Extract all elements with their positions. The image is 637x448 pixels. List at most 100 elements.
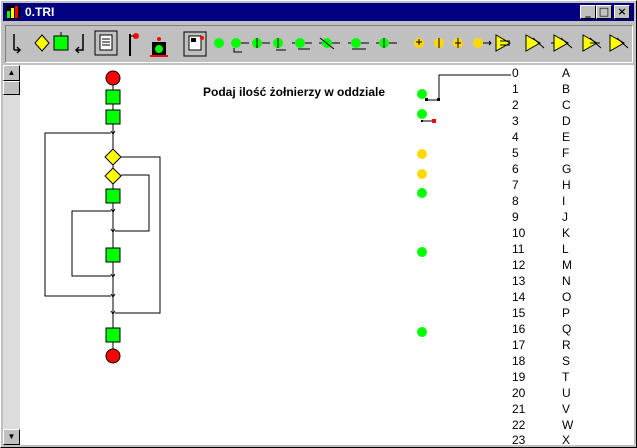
variable-letter: D xyxy=(562,114,571,128)
save-document-icon[interactable] xyxy=(183,31,207,57)
green-dot-arrow-icon[interactable] xyxy=(292,38,312,50)
scroll-thumb[interactable] xyxy=(3,81,20,95)
yellow-io-icon[interactable] xyxy=(434,38,444,48)
document-tool-icon[interactable] xyxy=(94,30,118,56)
variable-letter: Q xyxy=(562,322,572,336)
variable-letter: V xyxy=(562,402,571,416)
close-button[interactable]: × xyxy=(614,5,630,19)
prompt-text: Podaj ilość żołnierzy w oddziale xyxy=(203,85,386,99)
maximize-button[interactable]: □ xyxy=(596,5,612,19)
variable-number: 9 xyxy=(512,210,519,224)
variable-letter: H xyxy=(562,178,571,192)
variable-letter: M xyxy=(562,258,572,272)
variable-letter: J xyxy=(562,210,568,224)
variable-number: 1 xyxy=(512,82,519,96)
statement-column xyxy=(421,74,511,123)
yellow-io-icon[interactable] xyxy=(473,38,492,48)
process-tool-icon[interactable] xyxy=(53,32,69,51)
process-block[interactable] xyxy=(105,188,121,204)
decision-tool-icon[interactable] xyxy=(34,34,50,52)
arrow-flag-icon[interactable] xyxy=(582,34,602,52)
variable-number: 19 xyxy=(512,370,526,384)
green-dot-arrow-icon[interactable] xyxy=(231,38,249,53)
end-terminal[interactable] xyxy=(105,348,121,364)
variable-number: 8 xyxy=(512,194,519,208)
arrow-tool-icon[interactable] xyxy=(13,34,22,54)
window-title: 0.TRI xyxy=(25,5,55,19)
app-icon xyxy=(6,5,20,19)
variable-number: 5 xyxy=(512,146,519,160)
variable-letter: F xyxy=(562,146,570,160)
variable-number: 7 xyxy=(512,178,519,192)
process-block[interactable] xyxy=(105,247,121,263)
statement-node[interactable] xyxy=(417,247,427,257)
variable-number: 17 xyxy=(512,338,526,352)
variable-number: 22 xyxy=(512,418,526,432)
flag-tool-icon[interactable] xyxy=(129,33,139,56)
process-block[interactable] xyxy=(105,89,121,105)
vertical-scrollbar[interactable]: ▲ ▼ xyxy=(3,65,20,445)
variable-number: 0 xyxy=(512,66,519,80)
variable-letter: N xyxy=(562,274,571,288)
process-block[interactable] xyxy=(105,109,121,125)
variable-letter: C xyxy=(562,98,571,112)
variable-letter: O xyxy=(562,290,572,304)
variable-number: 10 xyxy=(512,226,526,240)
equals-icon[interactable] xyxy=(495,34,512,52)
variable-number: 15 xyxy=(512,306,526,320)
variable-number: 18 xyxy=(512,354,526,368)
title-bar[interactable]: 0.TRI _ □ × xyxy=(3,3,634,21)
variable-letter: S xyxy=(562,354,571,368)
scroll-down-button[interactable]: ▼ xyxy=(3,429,20,445)
variable-number: 3 xyxy=(512,114,519,128)
io-node[interactable] xyxy=(417,149,427,159)
variable-number: 23 xyxy=(512,433,526,447)
arrow-flag-icon[interactable] xyxy=(551,34,573,52)
variable-letter: R xyxy=(562,338,571,352)
start-terminal[interactable] xyxy=(105,70,121,86)
minimize-button[interactable]: _ xyxy=(580,5,596,19)
statement-node[interactable] xyxy=(417,327,427,337)
arrow-flag-icon[interactable] xyxy=(525,34,545,52)
green-dot-icon[interactable] xyxy=(214,38,224,48)
variable-letter: T xyxy=(562,370,570,384)
variable-number: 21 xyxy=(512,402,526,416)
process-block[interactable] xyxy=(105,327,121,343)
yellow-io-icon[interactable] xyxy=(453,38,463,48)
variable-number: 13 xyxy=(512,274,526,288)
variable-letter: K xyxy=(562,226,571,240)
variable-letter: B xyxy=(562,82,571,96)
statement-node[interactable] xyxy=(417,109,427,119)
train-tool-icon[interactable] xyxy=(150,37,168,57)
variable-number: 16 xyxy=(512,322,526,336)
variable-number: 6 xyxy=(512,162,519,176)
variable-number: 4 xyxy=(512,130,519,144)
green-dot-arrow-icon[interactable] xyxy=(348,38,369,50)
variable-letter: E xyxy=(562,130,571,144)
yellow-io-icon[interactable] xyxy=(414,38,424,48)
variable-number: 11 xyxy=(512,242,525,256)
return-arrow-tool-icon[interactable] xyxy=(74,34,84,54)
decision-block[interactable] xyxy=(104,148,122,166)
variable-number: 20 xyxy=(512,386,526,400)
variable-letter: A xyxy=(562,66,571,80)
variable-number: 14 xyxy=(512,290,526,304)
statement-node[interactable] xyxy=(417,89,427,99)
variable-letter: I xyxy=(562,194,566,208)
green-dot-arrow-icon[interactable] xyxy=(252,38,270,48)
flowchart-canvas[interactable] xyxy=(3,65,634,445)
variable-letter: U xyxy=(562,386,571,400)
io-node[interactable] xyxy=(417,169,427,179)
variable-letter: P xyxy=(562,306,571,320)
green-dot-arrow-icon[interactable] xyxy=(319,37,340,50)
scroll-up-button[interactable]: ▲ xyxy=(3,65,20,81)
decision-block[interactable] xyxy=(104,167,122,185)
statement-node[interactable] xyxy=(417,188,427,198)
arrow-flag-icon[interactable] xyxy=(609,34,629,52)
green-loop-icon[interactable] xyxy=(273,38,286,51)
variable-number: 12 xyxy=(512,258,526,272)
toolbar xyxy=(5,25,633,63)
green-dot-arrow-icon[interactable] xyxy=(376,38,397,48)
variable-number: 2 xyxy=(512,98,519,112)
